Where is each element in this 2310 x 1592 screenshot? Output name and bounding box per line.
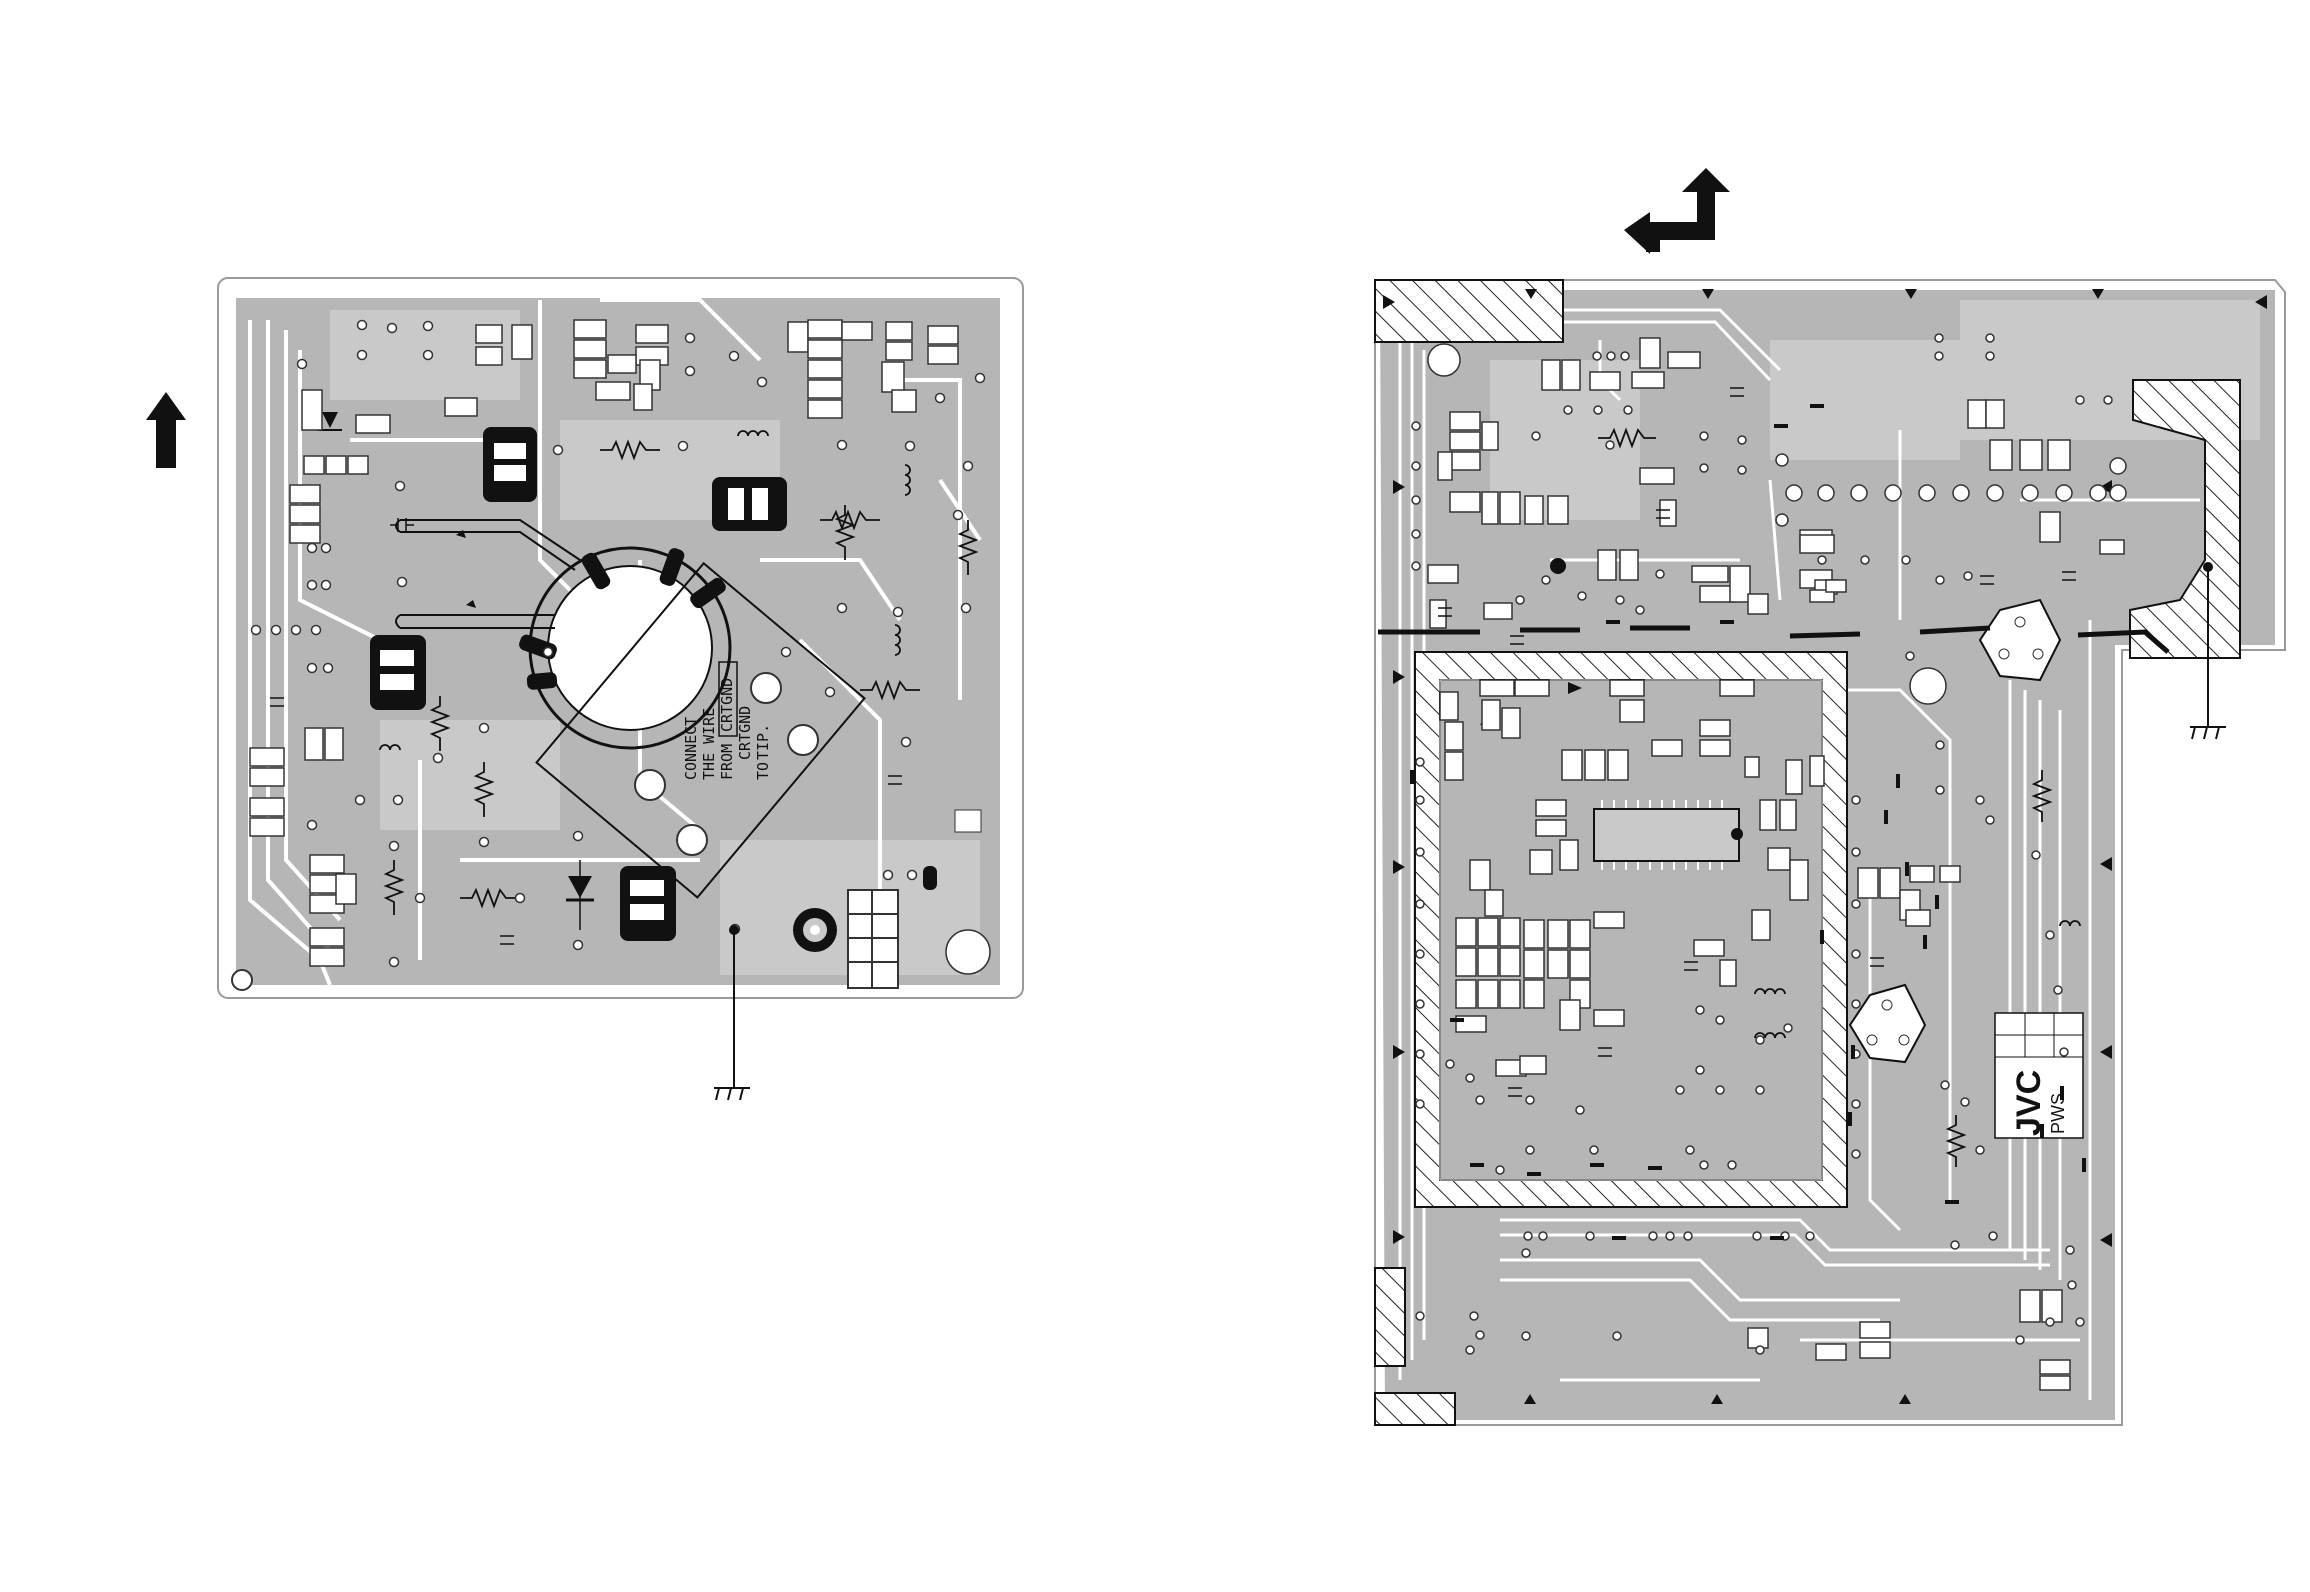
silk-line-connect: CONNECT [682, 717, 700, 780]
silk-line-to: TO [754, 762, 772, 780]
up-left-arrow-icon [1624, 168, 1730, 254]
silk-line-crtgnd: CRTGND [736, 706, 754, 760]
jvc-logo: JVC PWS [1995, 1013, 2083, 1138]
up-arrow-icon [146, 392, 186, 468]
silk-line-crtgnd-boxed: CRTGND [718, 678, 736, 732]
silk-line-the-wire: THE WIRE [700, 708, 718, 780]
bridge-connector [848, 890, 898, 988]
right-board: JVC PWS [1375, 168, 2285, 1425]
left-board: CONNECT THE WIRE FROM CRTGND CRTGND TO T… [146, 278, 1023, 1100]
ic-chip-icon [1594, 800, 1743, 870]
silk-line-tip: TIP. [754, 724, 772, 760]
silk-line-from: FROM [718, 744, 736, 780]
pws-model-text: PWS [2048, 1093, 2068, 1134]
